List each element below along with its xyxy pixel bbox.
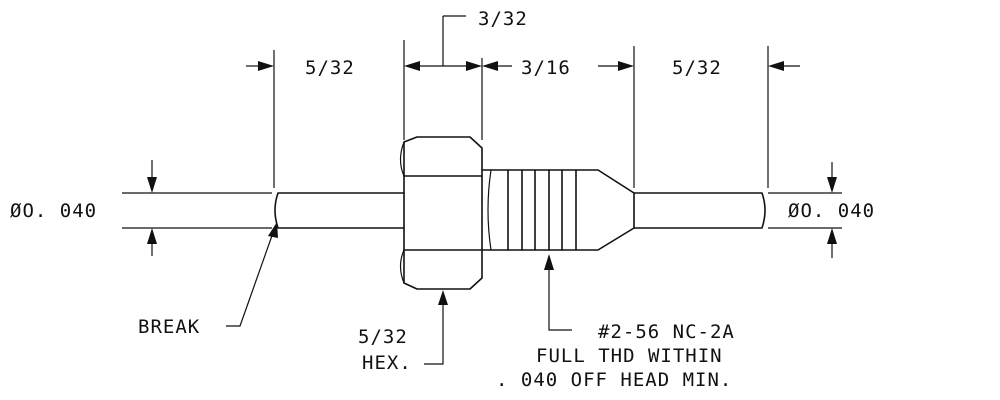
callout-thread-line2: FULL THD WITHIN: [536, 345, 723, 367]
threaded-body: [481, 169, 635, 251]
callout-hex-label: HEX.: [362, 352, 412, 374]
dimension-text: 3/32 5/32 3/16 5/32 ØO. 040 ØO. 040: [10, 8, 875, 222]
hex-head: [403, 136, 483, 290]
dim-left-5-32: 5/32: [305, 57, 355, 79]
dim-left-diameter: ØO. 040: [10, 200, 97, 222]
dim-3-32: 3/32: [478, 8, 528, 30]
left-pin: [274, 192, 405, 229]
part-outline: [274, 136, 766, 290]
dimension-lines: [147, 15, 837, 258]
thread-chamfer: [487, 169, 492, 251]
callout-text: BREAK 5/32 HEX. #2-56 NC-2A FULL THD WIT…: [138, 316, 735, 391]
dim-3-16: 3/16: [521, 57, 571, 79]
callout-thread-line1: #2-56 NC-2A: [598, 321, 735, 343]
callout-break: BREAK: [138, 316, 200, 338]
right-pin: [633, 192, 766, 229]
callout-hex-size: 5/32: [358, 326, 408, 348]
dim-right-5-32: 5/32: [672, 57, 722, 79]
extension-lines: [122, 40, 842, 229]
callout-thread-line3: . 040 OFF HEAD MIN.: [496, 369, 732, 391]
dim-right-diameter: ØO. 040: [788, 200, 875, 222]
hex-edge-upper: [399, 141, 405, 177]
leaders: [226, 222, 572, 365]
hex-edge-lower: [399, 249, 405, 284]
thread-lines: [507, 169, 577, 251]
